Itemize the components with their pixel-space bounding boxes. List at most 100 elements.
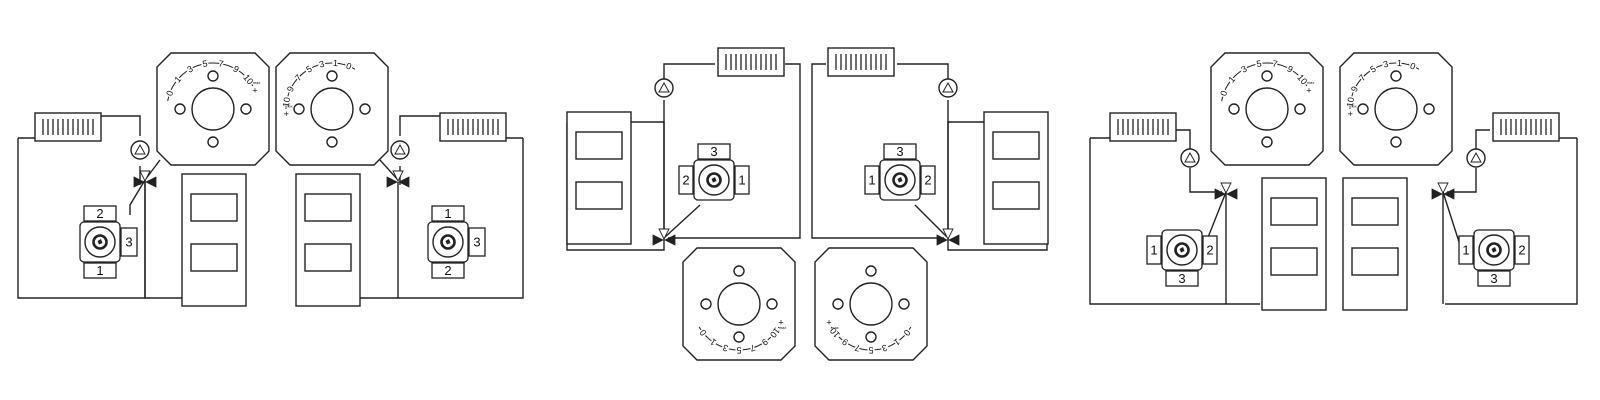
radiator-left-1 (34, 112, 102, 142)
scale-arc (167, 62, 254, 102)
mixing-point-arrow (948, 234, 960, 246)
scale-mark: 5 (202, 58, 209, 69)
scale-unit-label: max (779, 325, 787, 330)
scale-mark: 1 (333, 58, 339, 68)
valve-port-right (1202, 235, 1218, 265)
mixing-point-arrow (133, 176, 145, 188)
mid-right-radiator-pipe (897, 63, 949, 82)
right-pump-pipe-2 (1447, 168, 1477, 193)
valve-port-label: 2 (96, 206, 103, 221)
pump-left-2 (390, 140, 410, 160)
valve-port-bottom (83, 262, 117, 279)
valve-port-right (1514, 235, 1530, 265)
mixing-point-arrow (1226, 188, 1238, 200)
valve-port-bottom (431, 262, 465, 279)
left-boiler-return-1 (144, 180, 182, 299)
scale-mark: 9 (1349, 85, 1360, 94)
left-return-pipe-2 (397, 137, 524, 299)
dial-plate-left-1 (156, 52, 270, 166)
scale-mark: 7 (749, 342, 757, 353)
radiator-right-2 (1492, 112, 1560, 142)
left-supply-pipe-1 (100, 115, 141, 136)
pump-mid-1 (654, 78, 674, 98)
valve-port-label: 3 (1490, 271, 1497, 286)
mixing-point-arrow (392, 170, 404, 183)
valve-dial-core (697, 163, 731, 197)
left-return-pipe-1 (17, 137, 146, 299)
valve-port-top (697, 143, 731, 160)
valve-port-side (120, 227, 138, 257)
valve-port-label: 3 (125, 235, 132, 250)
radiator-mid-1 (717, 47, 785, 77)
valve-dial-core (1477, 233, 1511, 267)
scale-mark: 3 (722, 342, 730, 353)
valve-port-left (678, 165, 694, 195)
scale-mark: 7 (854, 342, 862, 353)
pump-left-1 (130, 140, 150, 160)
valve-dial-core (1165, 233, 1199, 267)
boiler-right-1 (1261, 177, 1327, 311)
mixing-point-arrow (942, 228, 954, 241)
mixing-point-arrow (1443, 188, 1455, 200)
scale-mark: 9 (285, 85, 296, 94)
valve-port-label: 1 (1150, 243, 1157, 258)
radiator-right-1 (1109, 112, 1177, 142)
scale-mark: 3 (318, 59, 325, 70)
right-supply-pipe-2 (1475, 129, 1490, 150)
mid-left-radiator-pipe (663, 63, 715, 82)
mixing-point-arrow (386, 176, 398, 188)
right-supply-pipe-1 (1176, 129, 1191, 150)
valve-dial-core (431, 225, 465, 259)
valve-port-label: 1 (444, 206, 451, 221)
scale-plus-sign: + (252, 85, 257, 95)
scale-mark: 5 (868, 345, 873, 355)
mixing-point-arrow (1431, 188, 1443, 200)
valve-port-label: 2 (924, 173, 931, 188)
scale-mark: 7 (218, 58, 225, 69)
valve-port-label: 2 (444, 263, 451, 278)
dial-plate-right-1 (1210, 52, 1324, 166)
left-mix-pipe-2 (379, 159, 399, 181)
right-mix-2 (1442, 191, 1461, 246)
mixing-point-arrow (139, 170, 151, 183)
scale-arc (1349, 62, 1420, 110)
scale-plus-sign: + (1306, 85, 1311, 95)
valve-port-bottom (1165, 270, 1199, 287)
mixing-valve-right-2: 1 2 3 (1458, 229, 1530, 287)
valve-port-label: 2 (1206, 243, 1213, 258)
scale-arc (698, 326, 780, 351)
mid-left-mix (663, 204, 701, 239)
valve-port-label: 3 (1178, 271, 1185, 286)
scale-unit-label: max (253, 80, 261, 85)
scale-mark: 7 (1272, 58, 1279, 69)
mixing-point-arrow (1437, 182, 1449, 195)
pump-mid-2 (938, 78, 958, 98)
mixing-point-arrow (664, 234, 676, 246)
mixing-point-arrow (1220, 182, 1232, 195)
scale-mark: 10 (1345, 96, 1356, 107)
valve-port-label: 1 (738, 173, 745, 188)
dial-plate-mid-2 (814, 247, 928, 361)
valve-port-left (1458, 235, 1474, 265)
valve-port-top (883, 143, 917, 160)
valve-port-label: 1 (1462, 243, 1469, 258)
mixing-point-arrow (658, 228, 670, 241)
valve-dial-core (883, 163, 917, 197)
valve-port-side (468, 227, 486, 257)
scale-mark: 3 (1382, 59, 1389, 70)
scale-plus-sign: + (778, 318, 783, 328)
mixing-valve-right-1: 1 2 3 (1146, 229, 1218, 287)
mixing-point-arrow (145, 176, 157, 188)
scale-mark: 10 (281, 96, 292, 107)
scale-mark: 3 (881, 342, 889, 353)
valve-port-label: 2 (1518, 243, 1525, 258)
scale-unit-label: max (1349, 103, 1357, 108)
mixing-point-arrow (936, 234, 948, 246)
valve-port-label: 3 (710, 144, 717, 159)
valve-port-label: 1 (96, 263, 103, 278)
dial-plate-left-2 (275, 52, 389, 166)
mid-left-return (668, 63, 801, 239)
